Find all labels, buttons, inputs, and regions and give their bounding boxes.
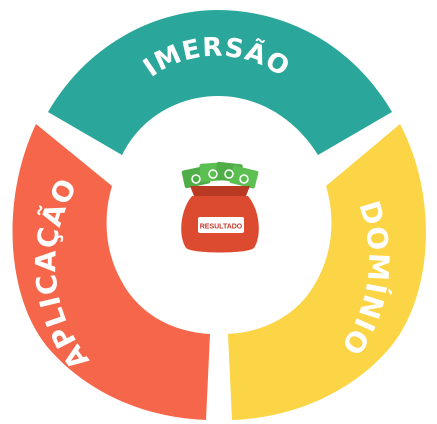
- segment-aplicacao-shape: [12, 124, 210, 420]
- money-bag-icon: RESULTADO: [181, 161, 259, 253]
- bag-label: RESULTADO: [200, 224, 243, 231]
- segment-imersao-shape: [48, 10, 392, 155]
- segment-dominio-shape: [228, 124, 426, 420]
- segment-imersao: [48, 10, 392, 155]
- segment-dominio: [228, 124, 426, 420]
- segment-aplicacao: [12, 124, 210, 420]
- bag-label-tag: [198, 217, 244, 233]
- cash-bills-icon: [181, 161, 259, 189]
